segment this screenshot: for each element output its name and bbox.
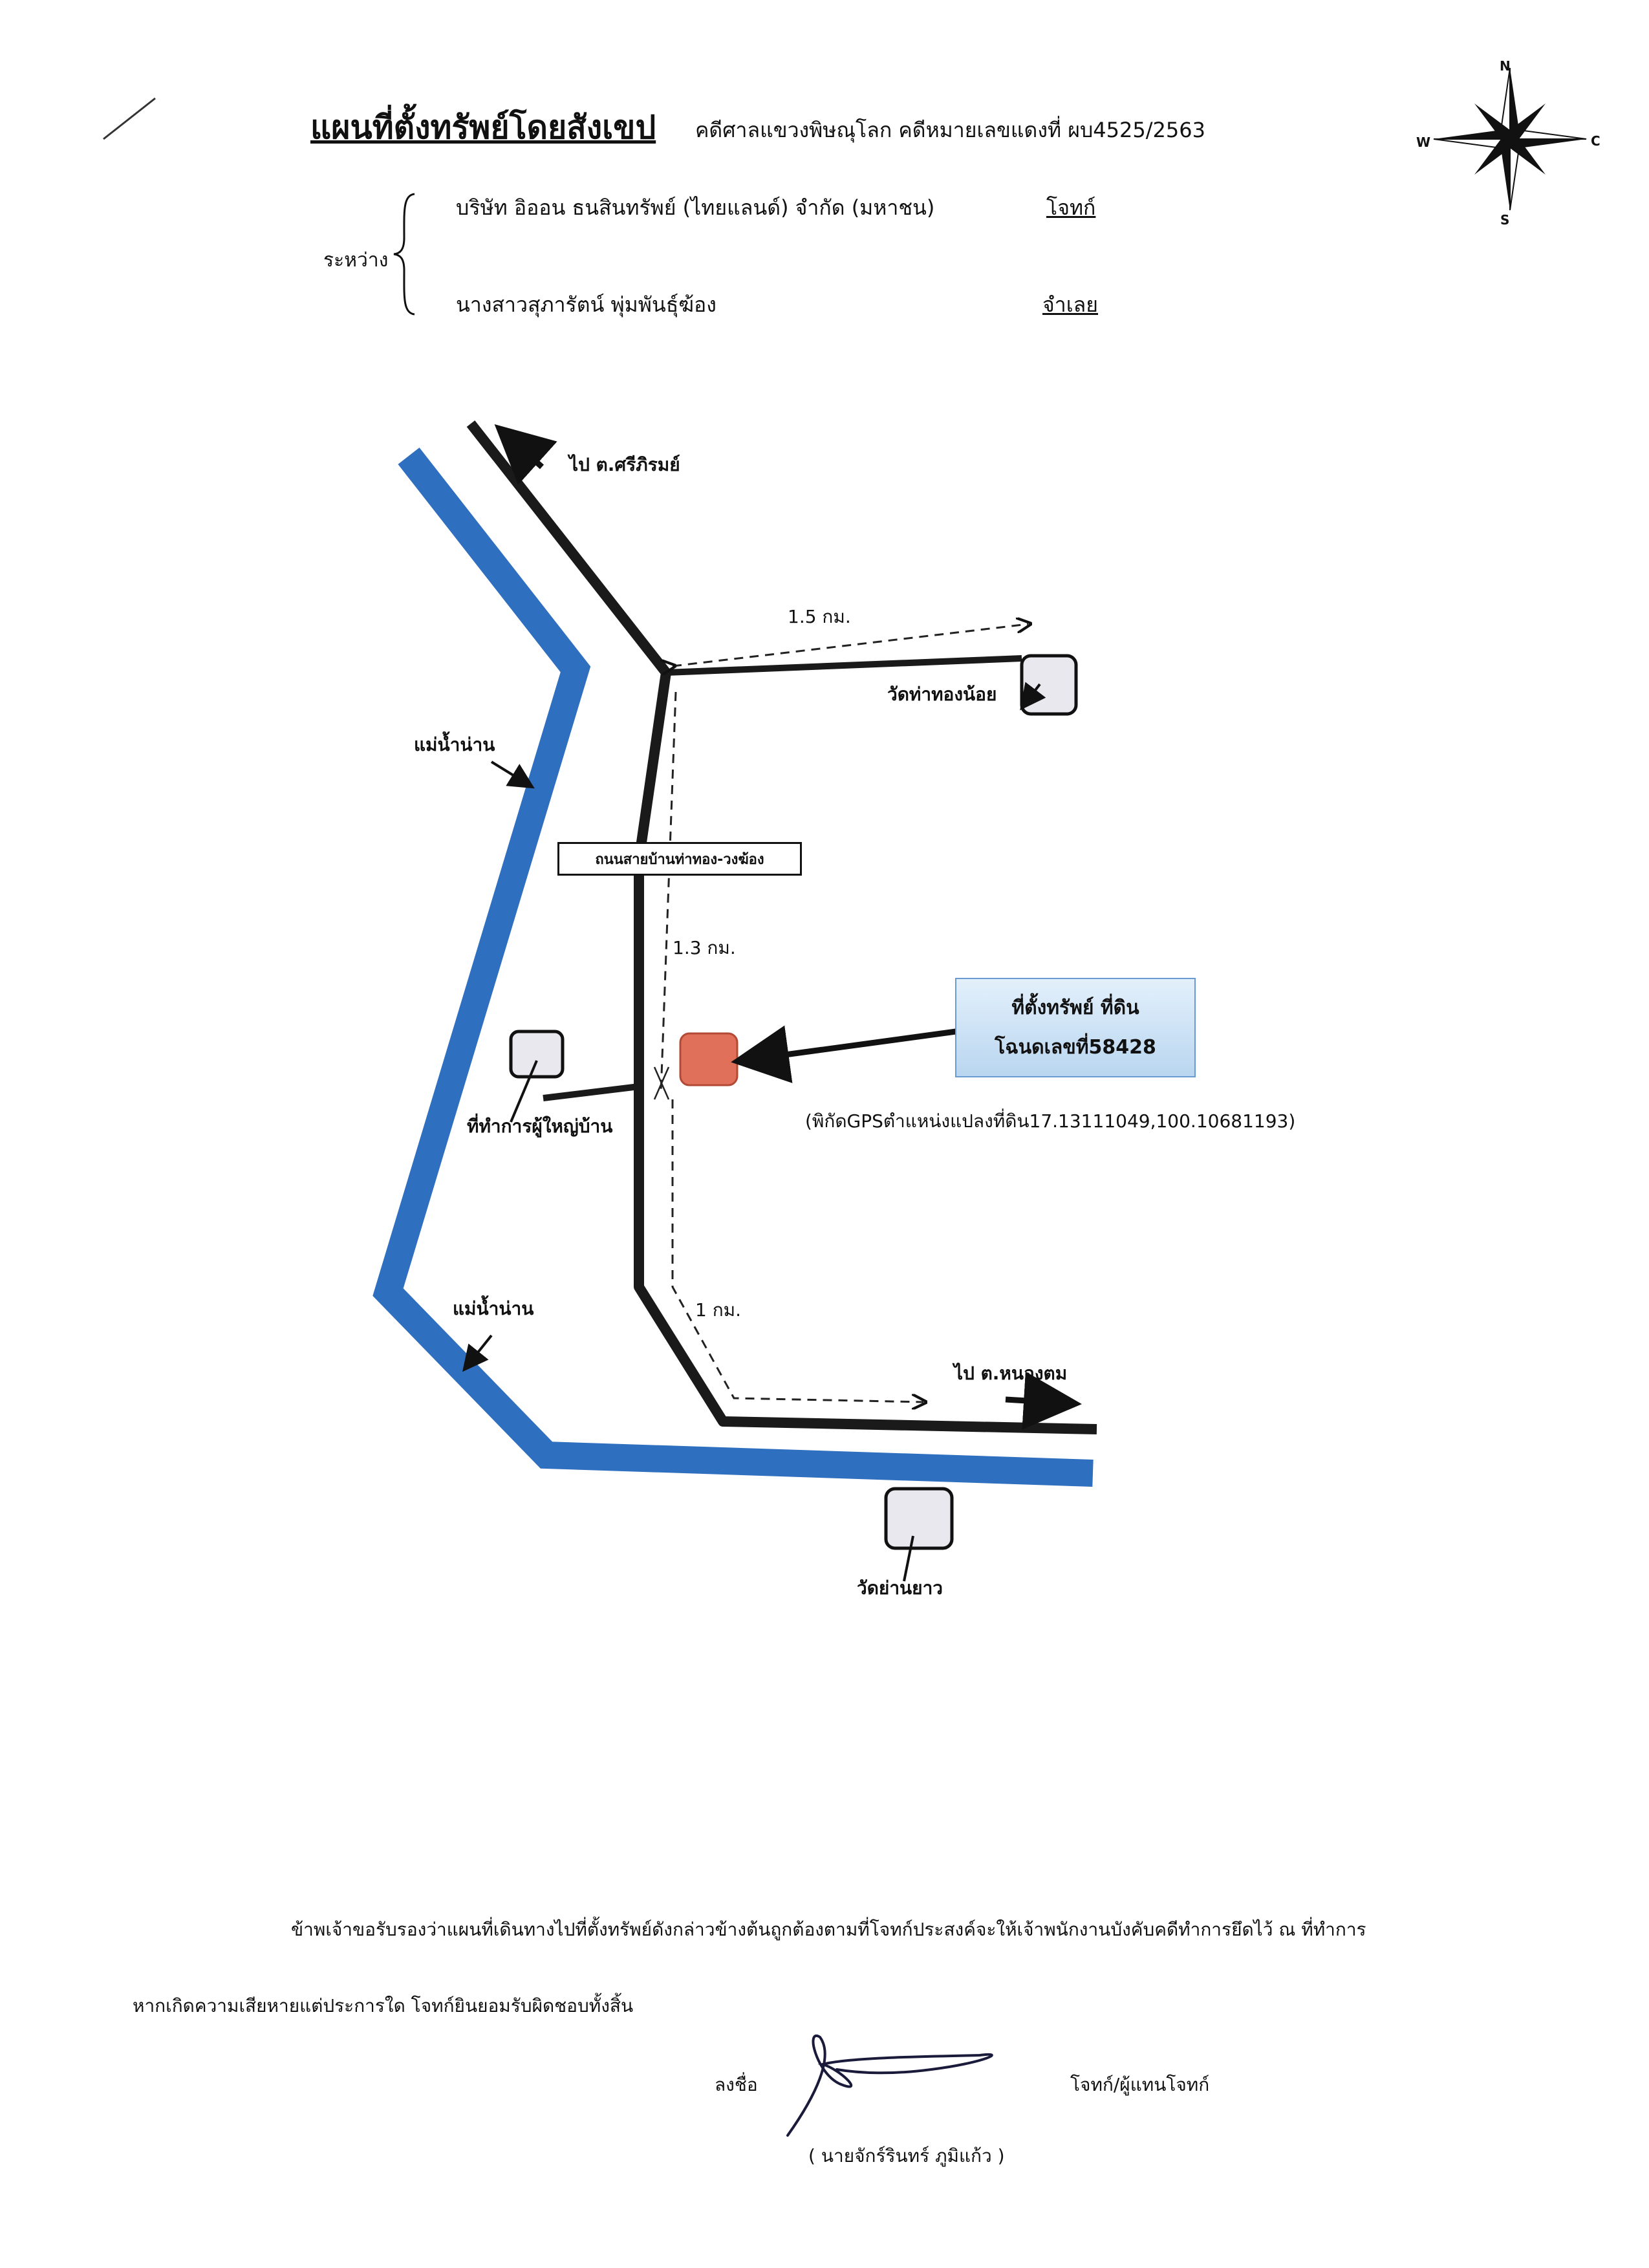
plaintiff-role: โจทก์ bbox=[1046, 195, 1096, 220]
label-river-upper: แม่น้ำน่าน bbox=[414, 734, 495, 755]
compass-e: C bbox=[1591, 133, 1600, 149]
route-dashed-2 bbox=[660, 691, 677, 1094]
main-road bbox=[466, 420, 1097, 1434]
wat-thathongnoi-marker bbox=[1020, 654, 1078, 716]
court-case: คดีศาลแขวงพิษณุโลก คดีหมายเลขแดงที่ ผบ45… bbox=[695, 118, 1205, 142]
land-pointer-arrow bbox=[731, 1025, 956, 1083]
label-river-lower: แม่น้ำน่าน bbox=[453, 1298, 534, 1319]
label-headman-office: ที่ทำการผู้ใหญ่บ้าน bbox=[467, 1116, 613, 1137]
defendant-name: นางสาวสุภารัตน์ พุ่มพันธุ์ฆ้อง bbox=[456, 292, 717, 317]
compass-w: W bbox=[1416, 135, 1431, 150]
pen-mark bbox=[103, 97, 156, 140]
compass-rose-icon bbox=[1433, 67, 1587, 211]
brace-icon bbox=[393, 193, 415, 316]
plaintiff-name: บริษัท อิออน ธนสินทรัพย์ (ไทยแลนด์) จำกั… bbox=[456, 195, 935, 220]
road-name-box: ถนนสายบ้านท่าทอง-วงฆ้อง bbox=[557, 842, 802, 876]
certify-line-2: หากเกิดความเสียหายแต่ประการใด โจทก์ยินยอ… bbox=[133, 1995, 634, 2016]
defendant-role: จำเลย bbox=[1042, 292, 1099, 317]
land-parcel-marker bbox=[679, 1032, 738, 1086]
river bbox=[372, 448, 1094, 1487]
route-dashed-1 bbox=[673, 624, 1028, 666]
label-to-nongtom: ไป ต.หนองตม bbox=[954, 1363, 1068, 1384]
signer-name: ( นายจักร์รินทร์ ภูมิแก้ว ) bbox=[808, 2145, 1005, 2166]
label-dist-3: 1 กม. bbox=[695, 1299, 742, 1321]
branch-road-headman bbox=[543, 1083, 640, 1101]
headman-office-pointer bbox=[510, 1060, 538, 1123]
label-dist-1: 1.5 กม. bbox=[788, 606, 851, 627]
land-deed: โฉนดเลขที่58428 bbox=[995, 1036, 1156, 1059]
land-info-box: ที่ตั้งทรัพย์ ที่ดิน โฉนดเลขที่58428 bbox=[955, 978, 1196, 1077]
compass-n: N bbox=[1500, 58, 1511, 74]
wat-yanyao-pointer bbox=[903, 1535, 914, 1582]
label-dist-2: 1.3 กม. bbox=[673, 937, 736, 958]
label-to-sriphirom: ไป ต.ศรีภิรมย์ bbox=[569, 454, 680, 475]
label-wat-yanyao: วัดย่านยาว bbox=[857, 1577, 943, 1599]
page-title: แผนที่ตั้งทรัพย์โดยสังเขป bbox=[310, 109, 656, 146]
headman-office-marker bbox=[509, 1030, 565, 1079]
wat-yanyao-marker bbox=[884, 1487, 954, 1550]
land-title: ที่ตั้งทรัพย์ ที่ดิน bbox=[1011, 997, 1139, 1019]
label-wat-thathongnoi: วัดท่าทองน้อย bbox=[887, 684, 997, 705]
river-upper-pointer bbox=[490, 761, 535, 789]
arrow-to-nongtom bbox=[1005, 1371, 1082, 1430]
certify-line-1: ข้าพเจ้าขอรับรองว่าแผนที่เดินทางไปที่ตั้… bbox=[291, 1919, 1366, 1940]
signer-role: โจทก์/ผู้แทนโจทก์ bbox=[1070, 2074, 1210, 2095]
arrow-to-sriphirom bbox=[494, 424, 557, 485]
cross-mark bbox=[653, 1066, 670, 1100]
gps-coordinates: (พิกัดGPSตำแหน่งแปลงที่ดิน17.13111049,10… bbox=[805, 1110, 1296, 1132]
river-lower-pointer bbox=[462, 1334, 493, 1372]
sign-label: ลงชื่อ bbox=[715, 2074, 758, 2095]
wat-thathongnoi-pointer bbox=[1020, 682, 1046, 711]
route-dashed-3 bbox=[671, 1099, 923, 1402]
compass-s: S bbox=[1500, 212, 1510, 228]
signature bbox=[786, 2034, 993, 2137]
between-label: ระหว่าง bbox=[323, 249, 389, 272]
